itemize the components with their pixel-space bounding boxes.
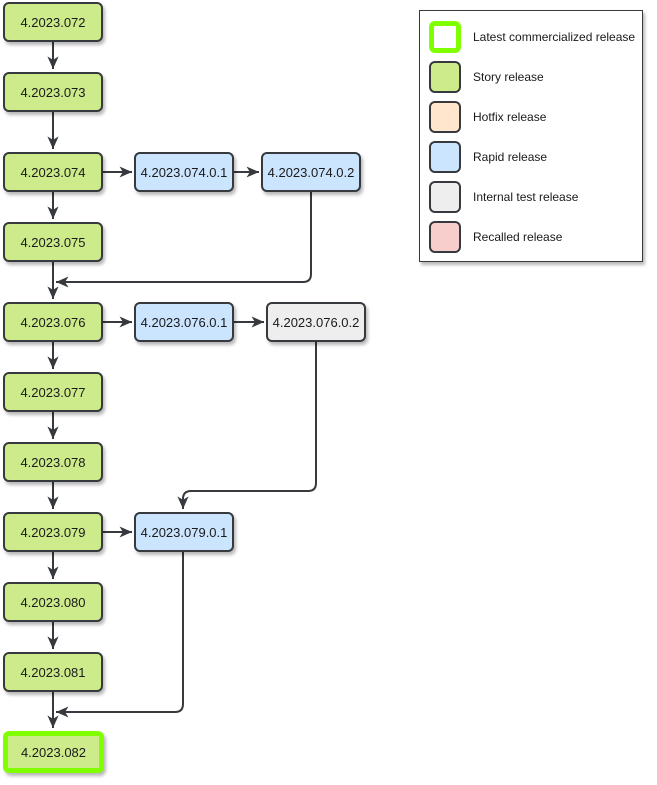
legend-label: Recalled release <box>473 230 563 244</box>
legend-item-rapid: Rapid release <box>429 141 547 173</box>
legend-item-latest: Latest commercialized release <box>429 21 635 53</box>
legend-swatch-hotfix <box>429 101 461 133</box>
node-4-2023-074-0-1[interactable]: 4.2023.074.0.1 <box>134 152 234 192</box>
legend-label: Hotfix release <box>473 110 547 124</box>
node-4-2023-079-0-1[interactable]: 4.2023.079.0.1 <box>134 512 234 552</box>
node-4-2023-073[interactable]: 4.2023.073 <box>3 72 103 112</box>
node-4-2023-074[interactable]: 4.2023.074 <box>3 152 103 192</box>
edge-076-0-2-079-0-1 <box>177 342 317 509</box>
legend-swatch-rapid <box>429 141 461 173</box>
node-4-2023-076-0-2[interactable]: 4.2023.076.0.2 <box>266 302 366 342</box>
node-4-2023-075[interactable]: 4.2023.075 <box>3 222 103 262</box>
node-4-2023-074-0-2[interactable]: 4.2023.074.0.2 <box>261 152 361 192</box>
legend-item-story: Story release <box>429 61 544 93</box>
legend-item-internal: Internal test release <box>429 181 578 213</box>
legend-label: Internal test release <box>473 190 579 204</box>
legend-item-hotfix: Hotfix release <box>429 101 546 133</box>
edge-074-0-2-076 <box>55 192 312 288</box>
legend-swatch-internal <box>429 181 461 213</box>
node-4-2023-076[interactable]: 4.2023.076 <box>3 302 103 342</box>
legend: Latest commercialized release Story rele… <box>419 10 643 262</box>
legend-swatch-story <box>429 61 461 93</box>
node-4-2023-076-0-1[interactable]: 4.2023.076.0.1 <box>134 302 234 342</box>
node-4-2023-082[interactable]: 4.2023.082 <box>3 731 104 773</box>
node-4-2023-077[interactable]: 4.2023.077 <box>3 372 103 412</box>
legend-label: Latest commercialized release <box>473 30 636 44</box>
node-4-2023-079[interactable]: 4.2023.079 <box>3 512 103 552</box>
legend-label: Rapid release <box>473 150 548 164</box>
legend-swatch-recalled <box>429 221 461 253</box>
node-4-2023-080[interactable]: 4.2023.080 <box>3 582 103 622</box>
legend-swatch-latest <box>429 21 461 53</box>
node-4-2023-072[interactable]: 4.2023.072 <box>3 2 103 42</box>
node-4-2023-078[interactable]: 4.2023.078 <box>3 442 103 482</box>
edge-079-0-1-082 <box>55 552 184 718</box>
legend-item-recalled: Recalled release <box>429 221 562 253</box>
node-4-2023-081[interactable]: 4.2023.081 <box>3 652 103 692</box>
legend-label: Story release <box>473 70 544 84</box>
